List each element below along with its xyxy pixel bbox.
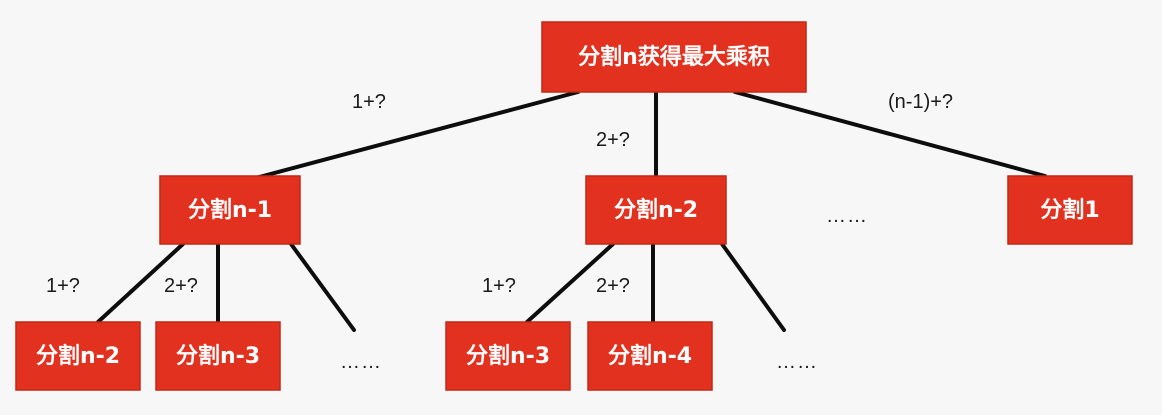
edge-left-to-first-child (96, 242, 185, 324)
edge-root-to-left (246, 90, 580, 182)
node-split-n-1-label: 分割n-1 (188, 197, 272, 223)
edge-label-middle-first: 1+? (482, 275, 516, 297)
edge-label-middle-second: 2+? (596, 275, 630, 297)
edge-label-root-left: 1+? (352, 91, 386, 113)
node-split-1-label: 分割1 (1040, 197, 1099, 223)
node-split-n-1: 分割n-1 (159, 175, 301, 245)
node-middle-first-child-label: 分割n-3 (466, 343, 550, 369)
node-left-second-child: 分割n-3 (155, 321, 281, 391)
node-left-first-child: 分割n-2 (15, 321, 141, 391)
edge-middle-to-more (720, 242, 786, 332)
node-left-second-child-label: 分割n-3 (176, 343, 260, 369)
edge-label-root-middle: 2+? (596, 129, 630, 151)
node-middle-second-child: 分割n-4 (587, 321, 713, 391)
edge-label-root-right: (n-1)+? (888, 91, 953, 113)
edge-middle-to-first-child (525, 242, 615, 324)
node-split-n-2-label: 分割n-2 (614, 197, 698, 223)
node-split-1: 分割1 (1007, 175, 1133, 245)
edge-left-to-more (289, 242, 356, 332)
edge-label-left-first: 1+? (46, 275, 80, 297)
node-middle-first-child: 分割n-3 (445, 321, 571, 391)
edge-label-left-second: 2+? (164, 275, 198, 297)
node-split-n-2: 分割n-2 (585, 175, 727, 245)
edge-root-to-right (733, 90, 1047, 178)
ellipsis-level1: …… (826, 205, 868, 227)
node-left-first-child-label: 分割n-2 (36, 343, 120, 369)
root-node: 分割n获得最大乘积 (541, 21, 807, 93)
node-middle-second-child-label: 分割n-4 (608, 343, 692, 369)
ellipsis-left-group: …… (340, 351, 382, 373)
ellipsis-middle-group: …… (776, 351, 818, 373)
root-node-label: 分割n获得最大乘积 (578, 44, 770, 70)
